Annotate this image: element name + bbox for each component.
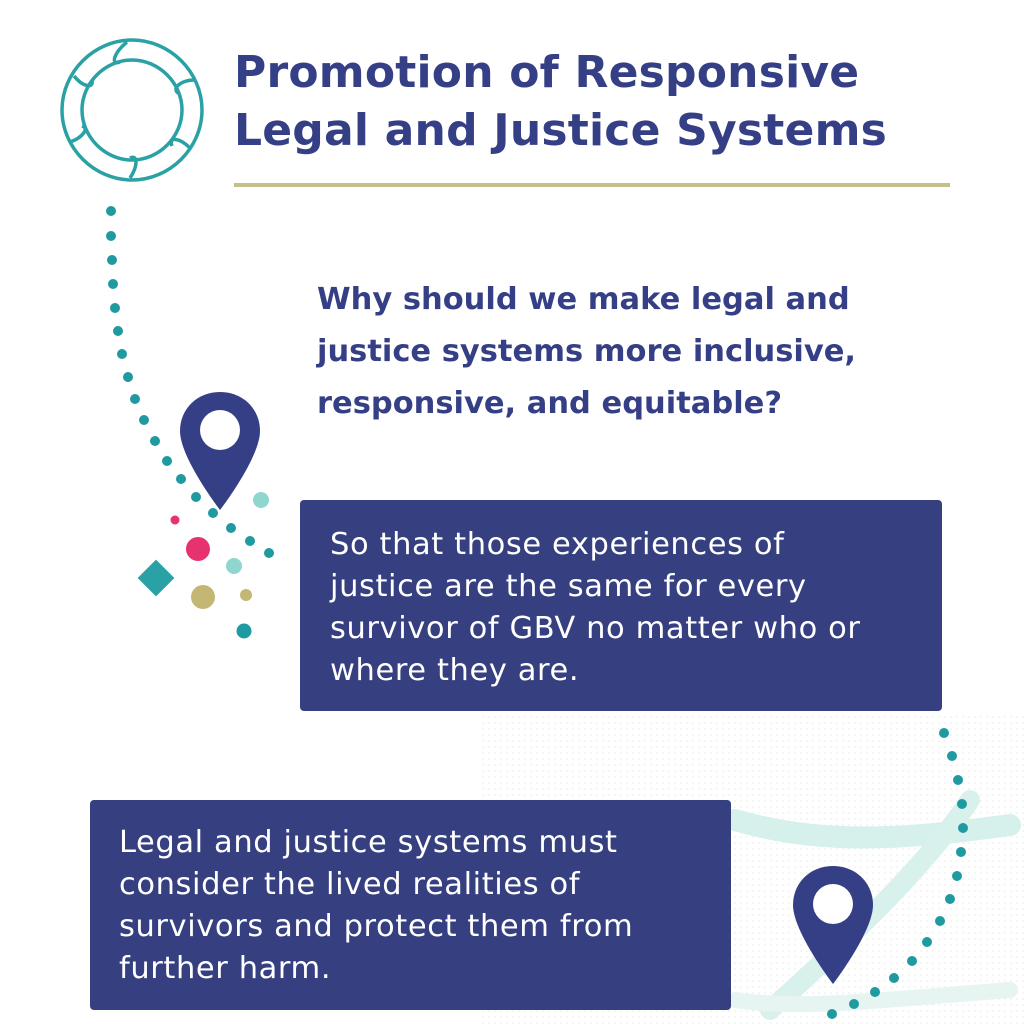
title-line-2: Legal and Justice Systems <box>234 105 888 156</box>
answer-box-1-line-3: survivor of GBV no matter who or <box>330 611 861 646</box>
answer-box-2-line-2: consider the lived realities of <box>119 867 581 902</box>
title-divider <box>234 183 950 187</box>
answer-box-1-line-4: where they are. <box>330 653 580 688</box>
answer-box-1-line-2: justice are the same for every <box>330 569 807 604</box>
map-pin-icon <box>793 866 873 984</box>
title-line-1: Promotion of Responsive <box>234 47 860 98</box>
map-pin-icon <box>180 392 260 510</box>
answer-box-2-line-3: survivors and protect them from <box>119 909 634 944</box>
page-title: Promotion of Responsive Legal and Justic… <box>234 44 887 160</box>
answer-box-2-line-4: further harm. <box>119 951 332 986</box>
question-line-2: justice systems more inclusive, <box>317 334 857 369</box>
question-line-1: Why should we make legal and <box>317 282 850 317</box>
answer-box-1: So that those experiences of justice are… <box>300 500 942 711</box>
circular-arrows-logo-icon <box>60 38 204 182</box>
answer-box-1-line-1: So that those experiences of <box>330 527 785 562</box>
answer-box-2: Legal and justice systems must consider … <box>90 800 731 1010</box>
answer-box-2-line-1: Legal and justice systems must <box>119 825 618 860</box>
question-line-3: responsive, and equitable? <box>317 386 783 421</box>
question-heading: Why should we make legal and justice sys… <box>317 274 856 430</box>
